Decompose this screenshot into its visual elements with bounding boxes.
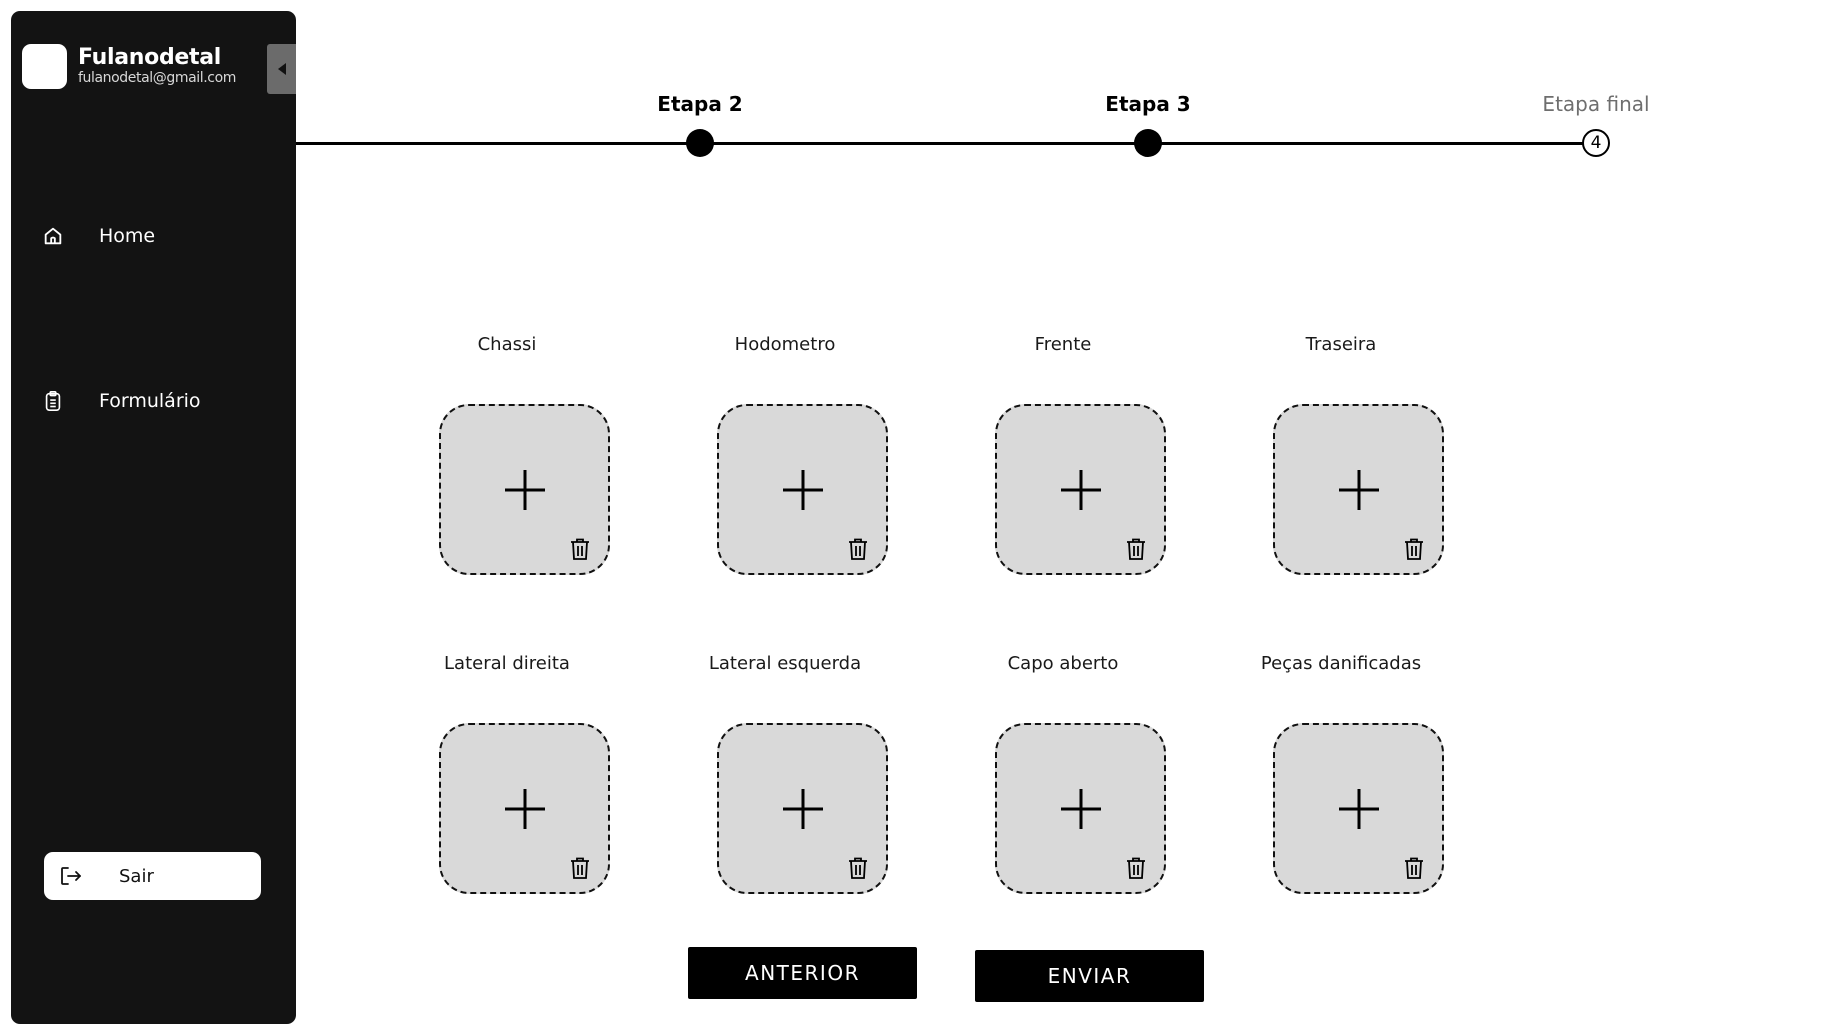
plus-icon bbox=[504, 469, 545, 510]
sidebar-item-label: Home bbox=[99, 225, 156, 247]
plus-icon bbox=[504, 788, 545, 829]
submit-button[interactable]: ENVIAR bbox=[975, 950, 1204, 1002]
plus-icon bbox=[1060, 788, 1101, 829]
step-3-marker bbox=[1134, 129, 1162, 157]
sidebar-item-formulario[interactable]: Formulário bbox=[11, 376, 296, 426]
slot-label-frente: Frente bbox=[1034, 334, 1092, 355]
trash-icon[interactable] bbox=[1403, 856, 1425, 880]
upload-slot-traseira[interactable] bbox=[1273, 404, 1444, 575]
logout-button[interactable]: Sair bbox=[44, 852, 261, 900]
trash-icon[interactable] bbox=[847, 537, 869, 561]
sidebar-item-label: Formulário bbox=[99, 390, 201, 412]
plus-icon bbox=[1338, 469, 1379, 510]
previous-button[interactable]: ANTERIOR bbox=[688, 947, 917, 999]
plus-icon bbox=[1060, 469, 1101, 510]
slot-label-hodometro: Hodometro bbox=[734, 334, 836, 355]
upload-slot-lateral-esquerda[interactable] bbox=[717, 723, 888, 894]
logout-icon bbox=[58, 863, 84, 889]
trash-icon[interactable] bbox=[1125, 856, 1147, 880]
slot-label-chassi: Chassi bbox=[477, 334, 537, 355]
plus-icon bbox=[782, 788, 823, 829]
slot-label-traseira: Traseira bbox=[1305, 334, 1377, 355]
stepper-track bbox=[296, 142, 1603, 145]
user-email: fulanodetal@gmail.com bbox=[78, 70, 237, 86]
upload-slot-chassi[interactable] bbox=[439, 404, 610, 575]
plus-icon bbox=[1338, 788, 1379, 829]
home-icon bbox=[41, 224, 65, 248]
step-3-label: Etapa 3 bbox=[1105, 92, 1191, 116]
sidebar: Fulanodetal fulanodetal@gmail.com Home F… bbox=[11, 11, 296, 1024]
trash-icon[interactable] bbox=[569, 856, 591, 880]
slot-label-lateral-esquerda: Lateral esquerda bbox=[708, 653, 862, 674]
upload-slot-hodometro[interactable] bbox=[717, 404, 888, 575]
slot-label-lateral-direita: Lateral direita bbox=[444, 653, 570, 674]
upload-slot-capo-aberto[interactable] bbox=[995, 723, 1166, 894]
user-name: Fulanodetal bbox=[78, 45, 222, 70]
upload-slot-pecas-danificadas[interactable] bbox=[1273, 723, 1444, 894]
slot-label-capo-aberto: Capo aberto bbox=[1007, 653, 1119, 674]
user-avatar bbox=[22, 44, 67, 89]
step-2-marker bbox=[686, 129, 714, 157]
upload-slot-frente[interactable] bbox=[995, 404, 1166, 575]
step-final-number: 4 bbox=[1590, 133, 1602, 153]
trash-icon[interactable] bbox=[847, 856, 869, 880]
trash-icon[interactable] bbox=[1403, 537, 1425, 561]
trash-icon[interactable] bbox=[569, 537, 591, 561]
logout-label: Sair bbox=[119, 865, 154, 887]
caret-left-icon bbox=[277, 63, 286, 75]
slot-label-pecas-danificadas: Peças danificadas bbox=[1260, 653, 1422, 674]
step-final-label: Etapa final bbox=[1542, 92, 1650, 116]
step-2-label: Etapa 2 bbox=[657, 92, 743, 116]
step-final-marker: 4 bbox=[1582, 129, 1610, 157]
clipboard-icon bbox=[41, 389, 65, 413]
sidebar-collapse-button[interactable] bbox=[267, 44, 296, 94]
sidebar-item-home[interactable]: Home bbox=[11, 211, 296, 261]
trash-icon[interactable] bbox=[1125, 537, 1147, 561]
plus-icon bbox=[782, 469, 823, 510]
upload-slot-lateral-direita[interactable] bbox=[439, 723, 610, 894]
